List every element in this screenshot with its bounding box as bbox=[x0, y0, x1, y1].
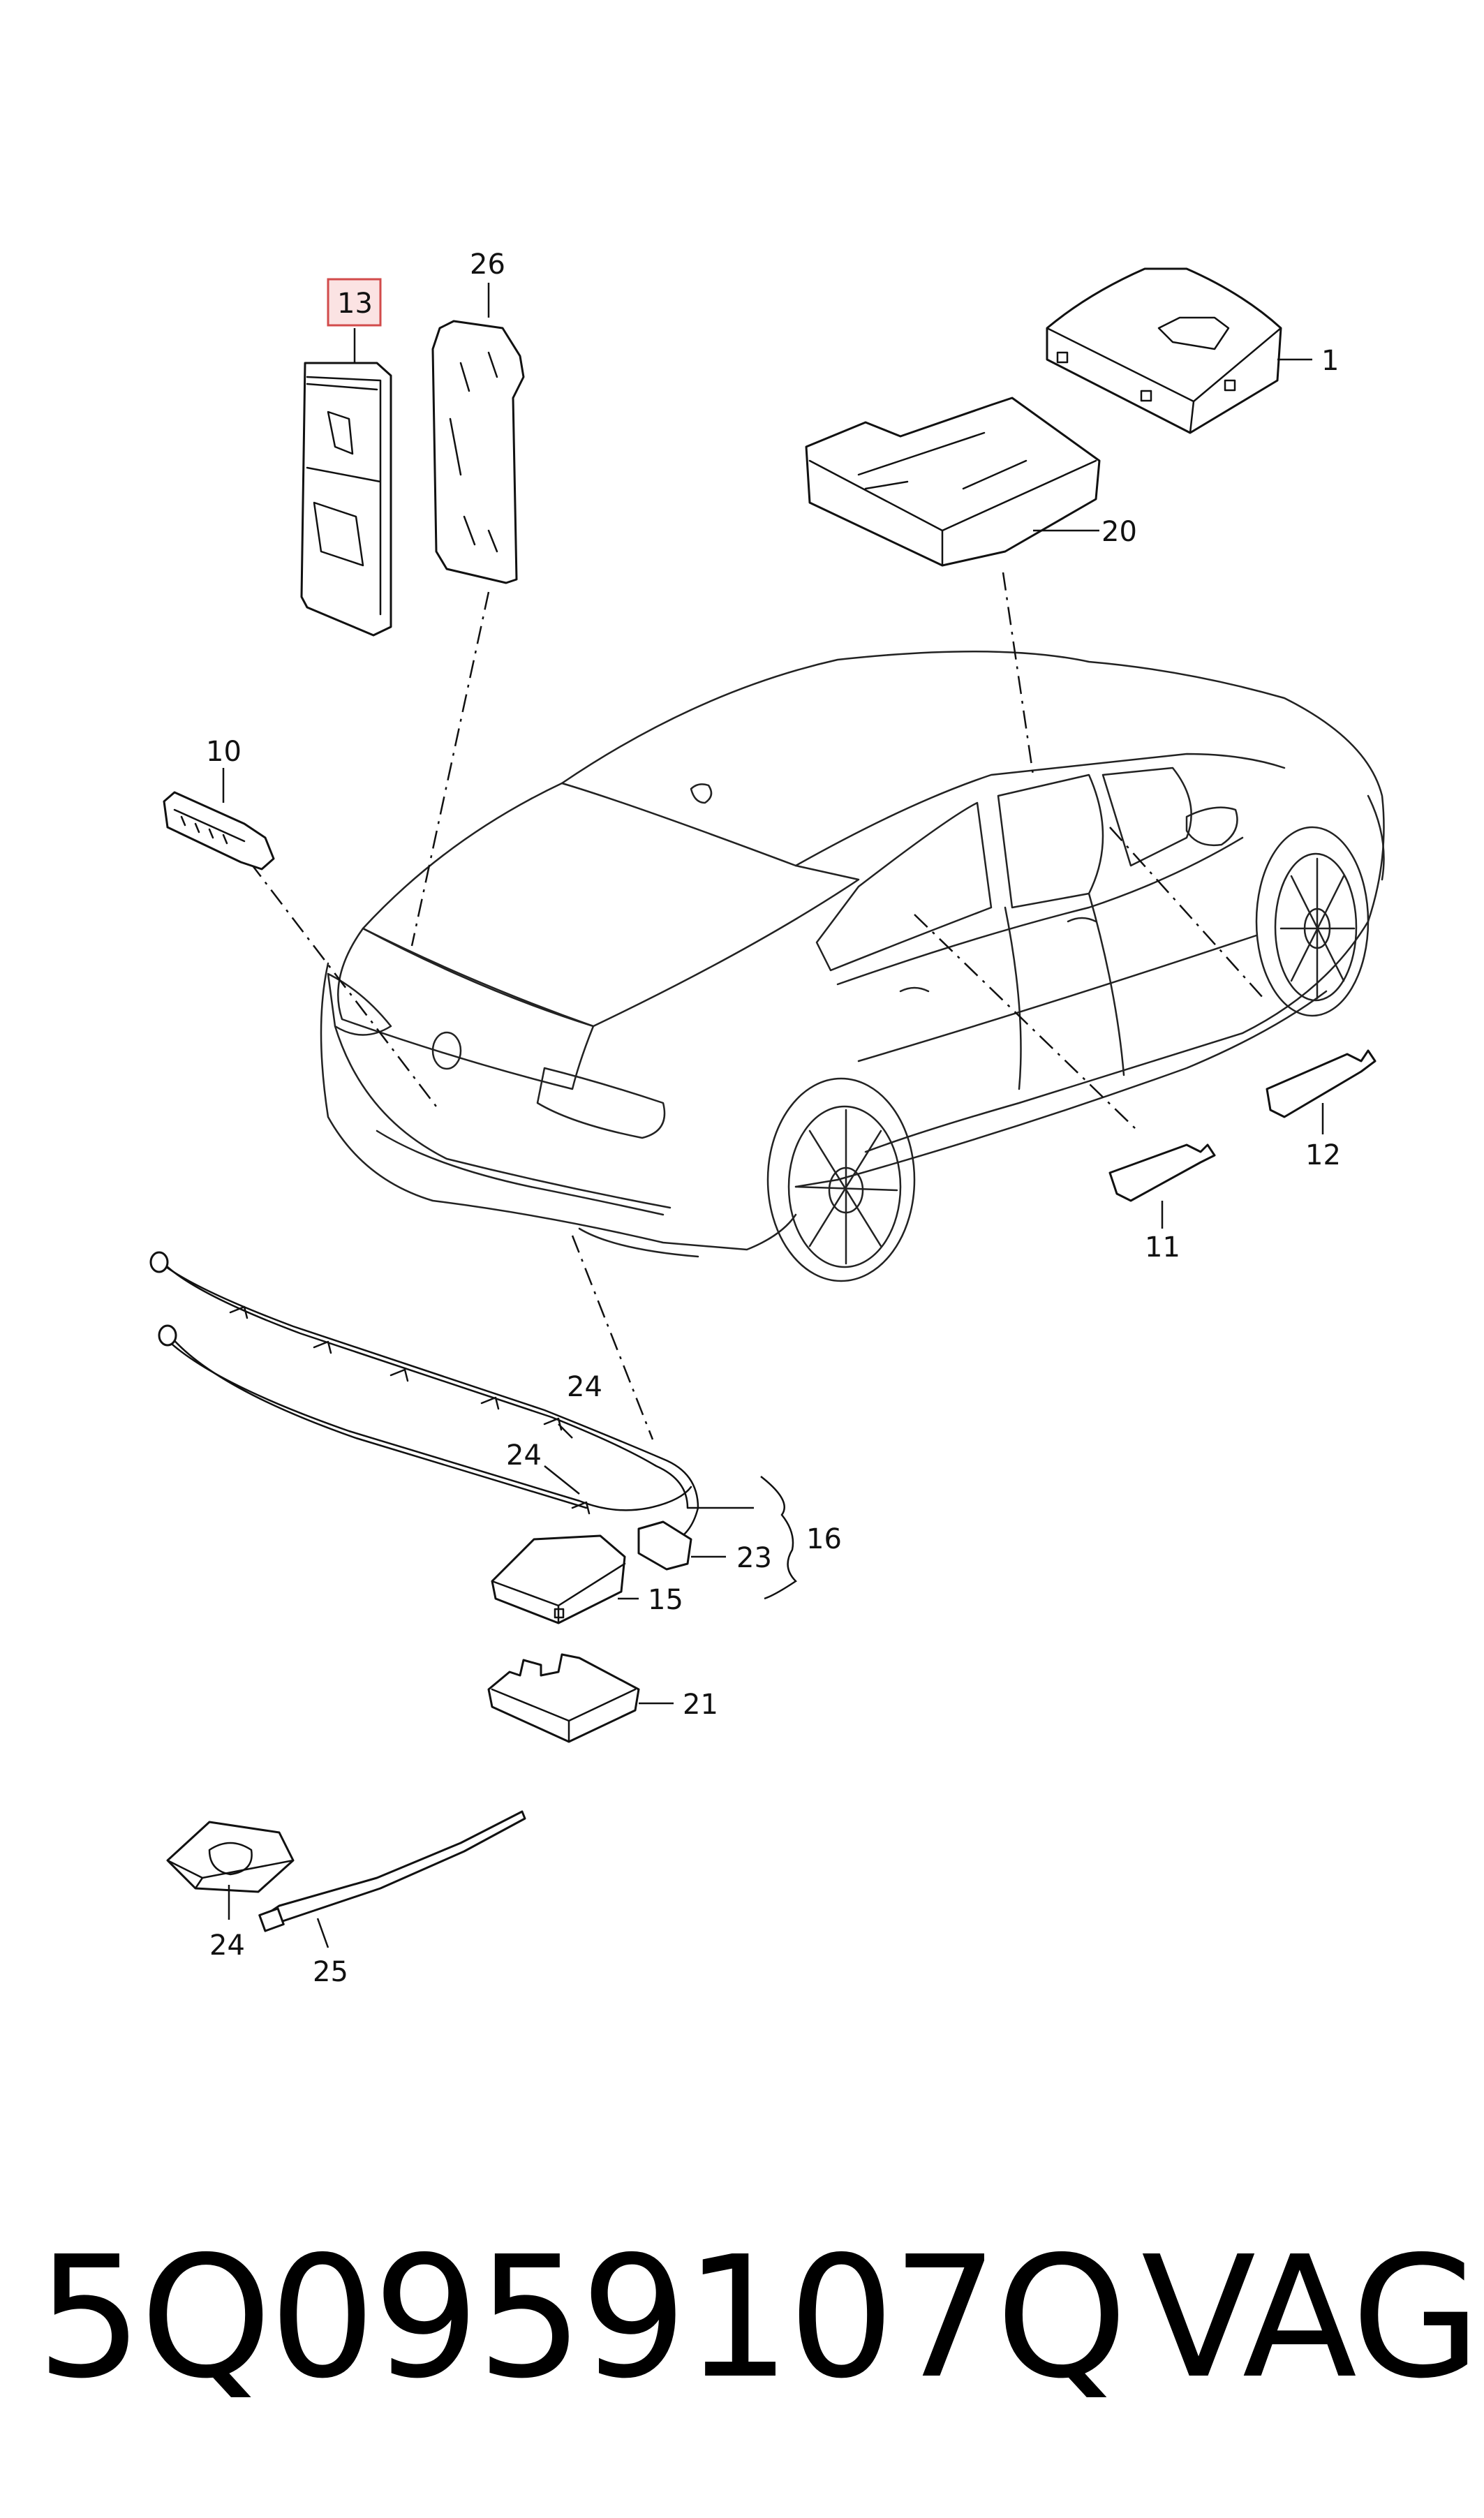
part-16-cable-set[interactable] bbox=[149, 1251, 699, 1544]
callout-21[interactable]: 21 bbox=[683, 1689, 718, 1721]
callout-leaders bbox=[222, 283, 1324, 1948]
callout-13[interactable]: 13 bbox=[337, 288, 373, 320]
callout-26[interactable]: 26 bbox=[470, 249, 505, 281]
part-number: 5Q0959107Q bbox=[36, 2220, 1127, 2415]
callout-15[interactable]: 15 bbox=[648, 1584, 683, 1616]
part-1-control-unit[interactable] bbox=[1046, 267, 1282, 434]
callout-20[interactable]: 20 bbox=[1101, 516, 1137, 548]
part-15-module[interactable] bbox=[491, 1534, 626, 1624]
callout-1[interactable]: 1 bbox=[1321, 345, 1339, 377]
part-20-foam-tray[interactable] bbox=[805, 397, 1101, 567]
callout-25[interactable]: 25 bbox=[313, 1956, 348, 1988]
part-10-antenna[interactable] bbox=[163, 791, 275, 871]
brand-label: VAG bbox=[1141, 2220, 1481, 2415]
callout-24-middle[interactable]: 24 bbox=[506, 1439, 542, 1472]
part-26-cover[interactable] bbox=[431, 320, 525, 584]
part-11-antenna-strip[interactable] bbox=[1108, 1143, 1216, 1202]
callout-10[interactable]: 10 bbox=[206, 736, 242, 768]
callout-24-upper[interactable]: 24 bbox=[567, 1371, 602, 1403]
part-25-cable-tie[interactable] bbox=[258, 1810, 526, 1932]
part-23-connector[interactable] bbox=[637, 1520, 692, 1571]
part-13-module[interactable] bbox=[300, 362, 392, 637]
highlight-box-13 bbox=[327, 278, 382, 327]
callout-23[interactable]: 23 bbox=[736, 1542, 772, 1574]
callout-labels: 13 26 1 20 10 11 12 24 24 16 23 15 21 24… bbox=[206, 249, 1341, 1988]
car-illustration bbox=[320, 650, 1385, 1282]
callout-24-lower[interactable]: 24 bbox=[209, 1930, 245, 1962]
callout-12[interactable]: 12 bbox=[1305, 1139, 1341, 1171]
part-12-antenna-strip[interactable] bbox=[1266, 1049, 1377, 1118]
callout-11[interactable]: 11 bbox=[1145, 1231, 1180, 1264]
callout-16[interactable]: 16 bbox=[806, 1523, 842, 1555]
part-24-holder[interactable] bbox=[166, 1821, 295, 1893]
part-21-bracket[interactable] bbox=[487, 1653, 640, 1743]
dashed-leaders bbox=[249, 572, 1264, 1440]
